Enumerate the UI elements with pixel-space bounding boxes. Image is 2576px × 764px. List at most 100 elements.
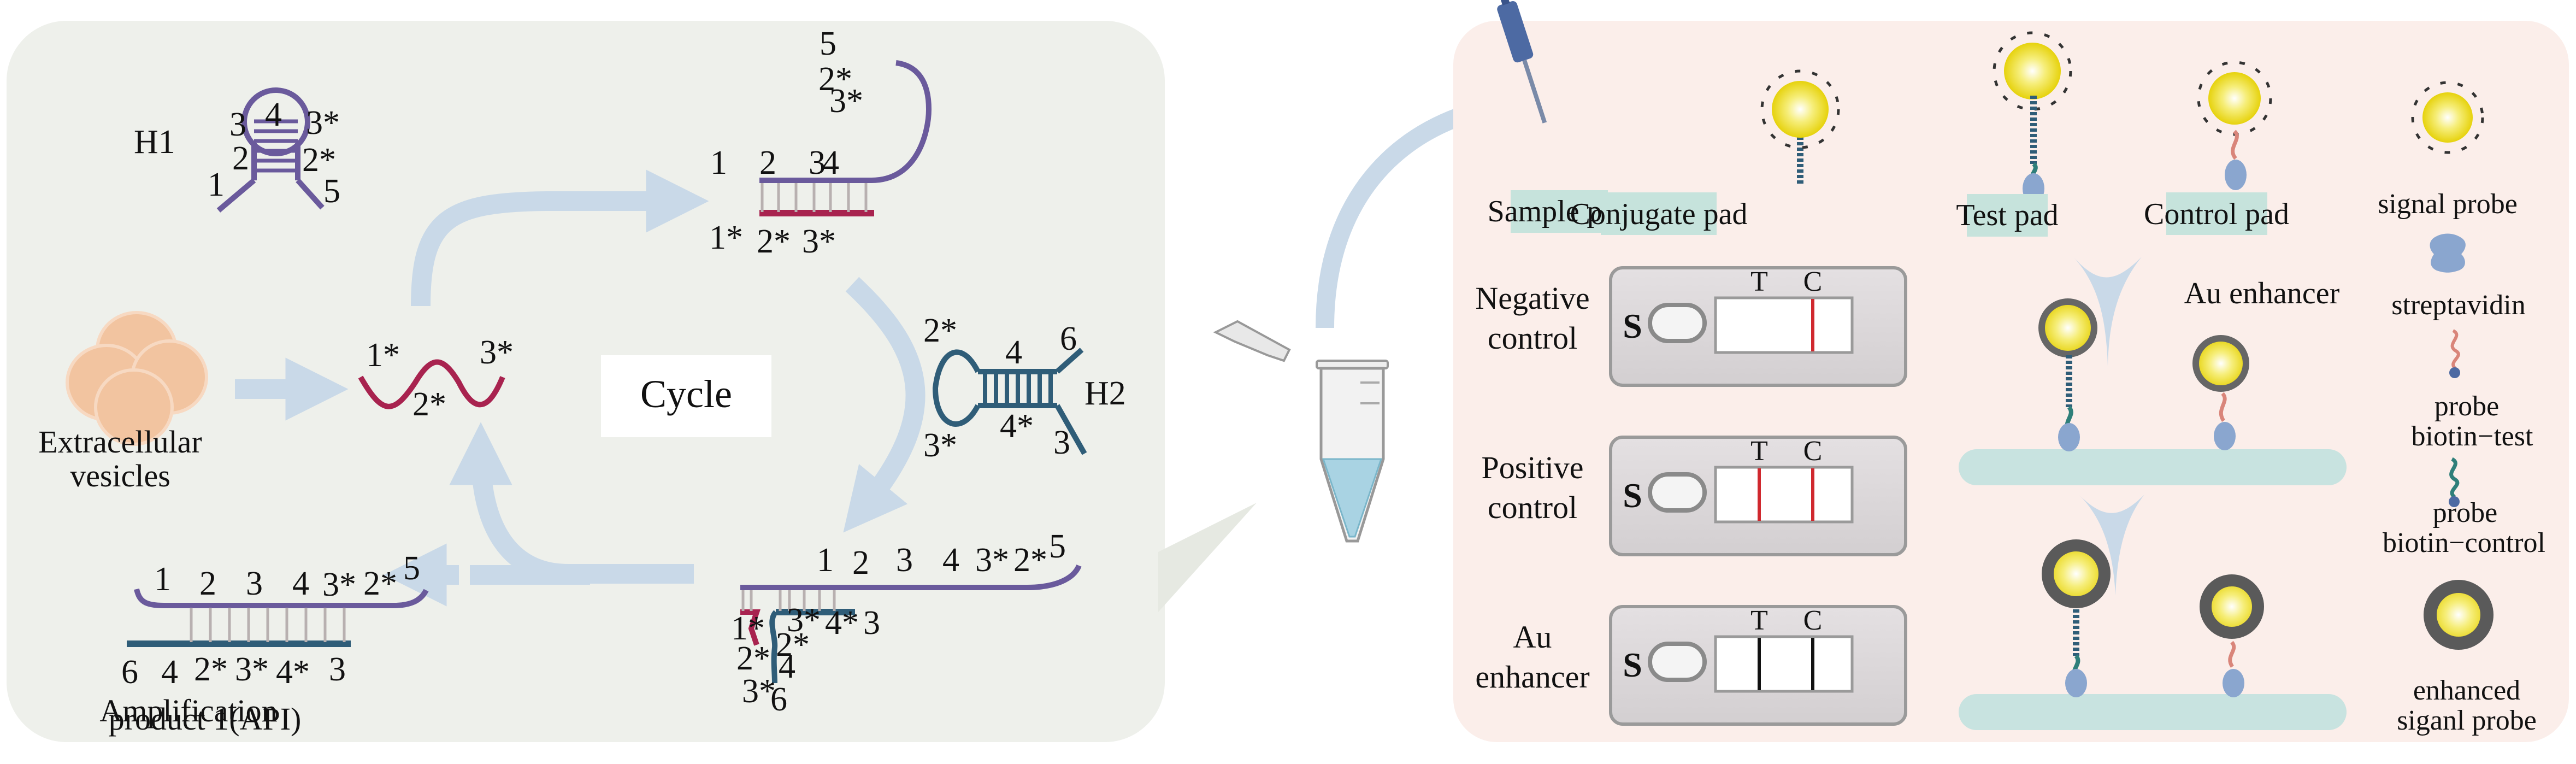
streptavidin-icon [2065, 669, 2087, 697]
membrane-bar-2 [1959, 694, 2347, 730]
pad-labels: Sample pad Conjugate pad Test pad Contro… [1488, 190, 2289, 237]
h1-name: H1 [134, 124, 175, 161]
streptavidin-icon [2223, 669, 2244, 697]
target-label: 2* [412, 386, 446, 423]
h1-left-label: 1 [208, 166, 225, 203]
enhanced-probe-bound-control [2200, 574, 2264, 697]
target-strand [358, 359, 505, 409]
h2-label: 4* [1000, 408, 1034, 445]
strip-label: Au [1513, 619, 1552, 655]
h1-complex-overhang-label: 5 [820, 25, 836, 62]
h1h2-top-label: 3 [896, 542, 913, 579]
legend-label-streptavidin: streptavidin [2391, 290, 2526, 321]
membrane-bar-1 [1959, 449, 2347, 485]
strip-label: Positive [1482, 450, 1584, 485]
c-label: C [1803, 266, 1823, 297]
enhanced-probe-bound-test [2042, 539, 2111, 697]
au-enhancer-schematic: Au enhancer [1959, 257, 2347, 730]
product-bottom-label: 4* [276, 654, 310, 691]
strip-label: enhancer [1475, 659, 1589, 695]
h1-target-complex [759, 60, 932, 216]
legend-streptavidin-icon [2430, 233, 2466, 273]
target-label: 1* [366, 337, 400, 374]
h2-name: H2 [1084, 375, 1126, 412]
enhancer-drop-top [2073, 257, 2142, 366]
h1h2-top-label: 4 [942, 542, 959, 579]
t-label: T [1750, 266, 1768, 297]
h1h2-h2-label: 6 [770, 681, 787, 718]
target-label: 3* [480, 334, 514, 371]
h1h2-h2-label: 4 [779, 648, 795, 685]
sample-letter: S [1623, 476, 1642, 515]
h1h2-top-label: 2 [852, 544, 869, 581]
legend-signal-probe-icon [2411, 81, 2484, 154]
strip-label: Negative [1475, 280, 1589, 316]
released-target-label: 2* [736, 640, 770, 677]
t-label: T [1750, 605, 1768, 636]
h2-label: 3 [1053, 424, 1070, 461]
vesicles-label: vesicles [70, 458, 170, 493]
signal-probe-bound-test [2038, 298, 2097, 451]
h1h2-top-label: 1 [817, 542, 834, 579]
product-bottom-label: 4 [161, 654, 178, 691]
arrow-to-h1h2-complex [843, 277, 926, 533]
tube-cap [1213, 320, 1291, 362]
hairpin-h1 [216, 87, 325, 213]
h1h2-top-label: 5 [1049, 528, 1066, 565]
product-top-label: 4 [292, 565, 309, 602]
h1-right-label: 5 [323, 173, 340, 210]
released-target-strand [740, 609, 761, 646]
h1-complex-bottom-label: 1* [709, 219, 743, 256]
legend-test-probe-icon [2449, 329, 2460, 378]
product-top-label: 3* [322, 566, 356, 603]
product-top-label: 3 [246, 565, 263, 602]
right-panel-background [1453, 21, 2569, 742]
product-bottom-label: 3 [329, 651, 346, 688]
legend: signal probe streptavidin probe biotin−t… [2378, 81, 2545, 736]
h1h2-h2-label: 3 [863, 604, 880, 642]
au-enhancer-label: Au enhancer [2184, 277, 2340, 310]
result-window [1714, 296, 1854, 354]
result-window [1714, 635, 1854, 693]
arrow-to-h1-complex [411, 169, 709, 307]
h1-loop-label: 4 [265, 96, 282, 133]
amplification-product [127, 588, 429, 647]
product-bottom-label: 3* [235, 651, 269, 688]
h1-right-label: 2* [302, 142, 336, 179]
c-label: C [1803, 436, 1823, 467]
sample-well [1648, 472, 1707, 513]
legend-label-test-probe: probe [2434, 391, 2499, 422]
left-panel: 4 H1 3 2 1 3* 2* 5 Extracellular vesicle… [7, 21, 1165, 742]
h1-left-label: 2 [232, 140, 249, 177]
legend-label-enhanced-probe: siganl probe [2397, 705, 2537, 736]
product-bottom-label: 6 [121, 654, 138, 691]
h1-loop [241, 87, 310, 156]
h1-complex-bottom-label: 2* [757, 223, 791, 260]
c-label: C [1803, 605, 1823, 636]
released-target-label: 1* [731, 610, 765, 647]
sample-well [1648, 303, 1707, 343]
legend-label-control-probe: probe [2433, 497, 2497, 528]
cycle-label: Cycle [640, 372, 732, 416]
product-caption: Amplification [99, 693, 277, 728]
h1h2-h2-label: 2* [776, 626, 810, 663]
sample-letter: S [1623, 307, 1642, 345]
strip-label: control [1488, 490, 1577, 525]
h2-label: 3* [923, 427, 957, 464]
sample-well [1648, 642, 1707, 682]
left-panel-background [7, 21, 1165, 742]
h1-complex-top-label: 3 [809, 144, 826, 181]
result-window [1714, 466, 1854, 524]
h1-complex-top-label: 2 [759, 144, 776, 181]
sample-letter: S [1623, 645, 1642, 684]
tube-liquid [1322, 458, 1383, 538]
right-panel: Sample pad Conjugate pad Test pad Contro… [1453, 0, 2569, 742]
h1-complex-overhang-label: 2* [818, 61, 852, 98]
h1h2-top-label: 3* [975, 542, 1009, 579]
product-caption: product 1(API) [109, 701, 302, 737]
hairpin-h2 [932, 348, 1087, 455]
legend-label-signal-probe: signal probe [2378, 189, 2518, 220]
